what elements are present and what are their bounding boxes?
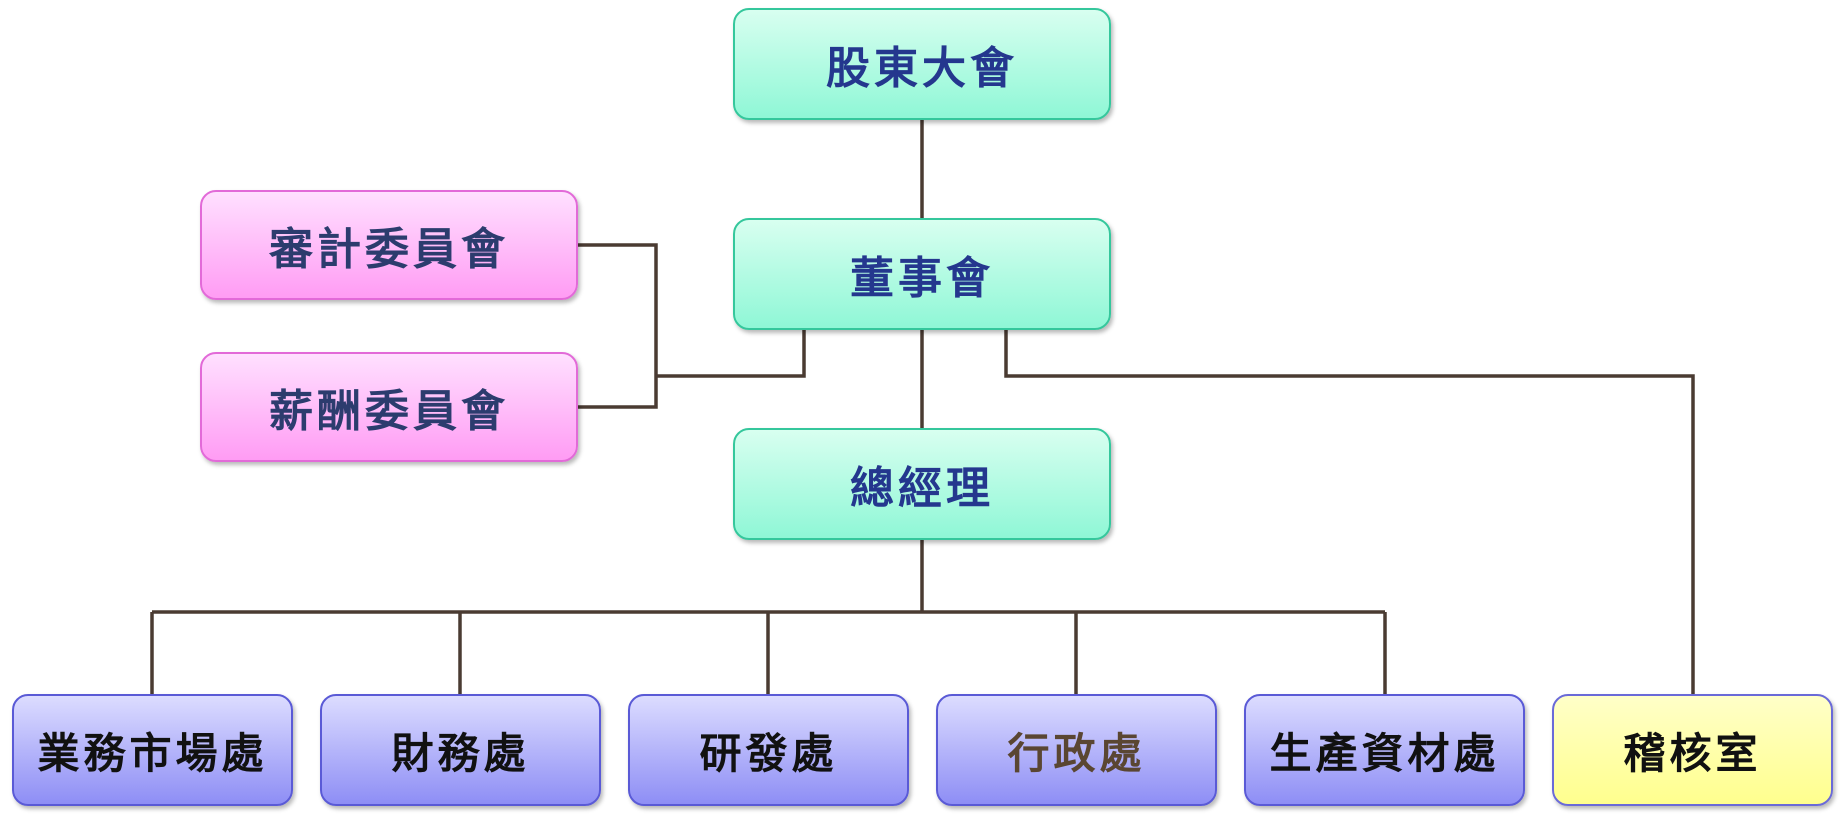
node-shareholders-meeting: 股東大會 — [733, 8, 1111, 120]
node-audit-committee: 審計委員會 — [200, 190, 578, 300]
line-board-internal-audit — [1004, 330, 1695, 695]
node-internal-audit-office: 稽核室 — [1552, 694, 1833, 806]
node-rnd-dept: 研發處 — [628, 694, 909, 806]
node-general-manager: 總經理 — [733, 428, 1111, 540]
node-sales-marketing-dept: 業務市場處 — [12, 694, 293, 806]
node-compensation-committee: 薪酬委員會 — [200, 352, 578, 462]
node-finance-dept: 財務處 — [320, 694, 601, 806]
line-board-committees — [656, 330, 806, 378]
node-board-of-directors: 董事會 — [733, 218, 1111, 330]
node-production-materials-dept: 生產資材處 — [1244, 694, 1525, 806]
line-audit-committee — [578, 243, 658, 409]
node-administration-dept: 行政處 — [936, 694, 1217, 806]
